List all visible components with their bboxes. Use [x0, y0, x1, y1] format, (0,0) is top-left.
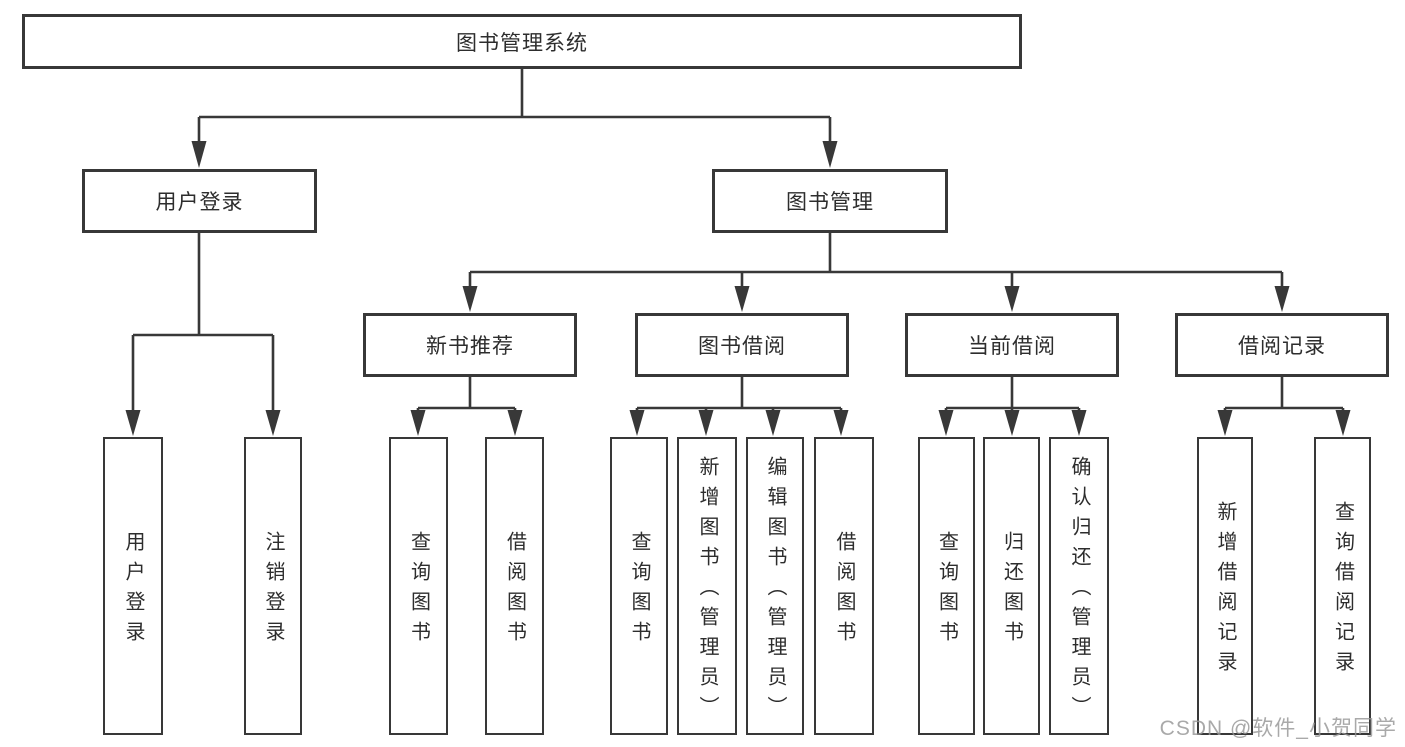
leaf-confirm-return-admin: 确认归还（管理员） [1049, 437, 1109, 735]
node-book-borrowing-label: 图书借阅 [698, 335, 786, 358]
node-book-borrowing: 图书借阅 [635, 313, 849, 377]
node-current-borrowing-label: 当前借阅 [968, 335, 1056, 358]
node-book-management: 图书管理 [712, 169, 948, 233]
leaf-query-books-recommend: 查询图书 [389, 437, 448, 735]
node-borrowing-records: 借阅记录 [1175, 313, 1389, 377]
leaf-user-login: 用户登录 [103, 437, 163, 735]
leaf-query-borrow-record: 查询借阅记录 [1314, 437, 1371, 735]
node-book-management-label: 图书管理 [786, 191, 874, 214]
leaf-borrow-books-recommend: 借阅图书 [485, 437, 544, 735]
leaf-confirm-return-admin-label: 确认归还（管理员） [1068, 456, 1090, 726]
leaf-logout: 注销登录 [244, 437, 302, 735]
leaf-borrow-books-recommend-label: 借阅图书 [503, 531, 526, 651]
leaf-edit-books-admin-label: 编辑图书（管理员） [764, 456, 786, 726]
leaf-query-books-borrowing-label: 查询图书 [628, 531, 650, 651]
leaf-borrow-books-borrowing: 借阅图书 [814, 437, 874, 735]
leaf-query-books-current-label: 查询图书 [935, 531, 958, 651]
leaf-logout-label: 注销登录 [262, 531, 284, 651]
leaf-return-books-label: 归还图书 [1000, 531, 1023, 651]
leaf-add-borrow-record-label: 新增借阅记录 [1214, 501, 1236, 681]
leaf-query-books-borrowing: 查询图书 [610, 437, 668, 735]
node-new-book-recommend-label: 新书推荐 [426, 335, 514, 358]
node-current-borrowing: 当前借阅 [905, 313, 1119, 377]
leaf-query-books-recommend-label: 查询图书 [407, 531, 430, 651]
leaf-edit-books-admin: 编辑图书（管理员） [746, 437, 804, 735]
leaf-add-books-admin-label: 新增图书（管理员） [696, 456, 718, 726]
leaf-user-login-label: 用户登录 [122, 531, 144, 651]
leaf-borrow-books-borrowing-label: 借阅图书 [833, 531, 855, 651]
leaf-add-books-admin: 新增图书（管理员） [677, 437, 737, 735]
node-borrowing-records-label: 借阅记录 [1238, 335, 1326, 358]
leaf-query-borrow-record-label: 查询借阅记录 [1331, 501, 1354, 681]
node-new-book-recommend: 新书推荐 [363, 313, 577, 377]
leaf-return-books: 归还图书 [983, 437, 1040, 735]
watermark-text: CSDN @软件_小贺同学 [1159, 717, 1397, 740]
node-user-login: 用户登录 [82, 169, 317, 233]
leaf-add-borrow-record: 新增借阅记录 [1197, 437, 1253, 735]
node-root-label: 图书管理系统 [456, 31, 588, 55]
node-root: 图书管理系统 [22, 14, 1022, 69]
leaf-query-books-current: 查询图书 [918, 437, 975, 735]
node-user-login-label: 用户登录 [155, 191, 244, 214]
